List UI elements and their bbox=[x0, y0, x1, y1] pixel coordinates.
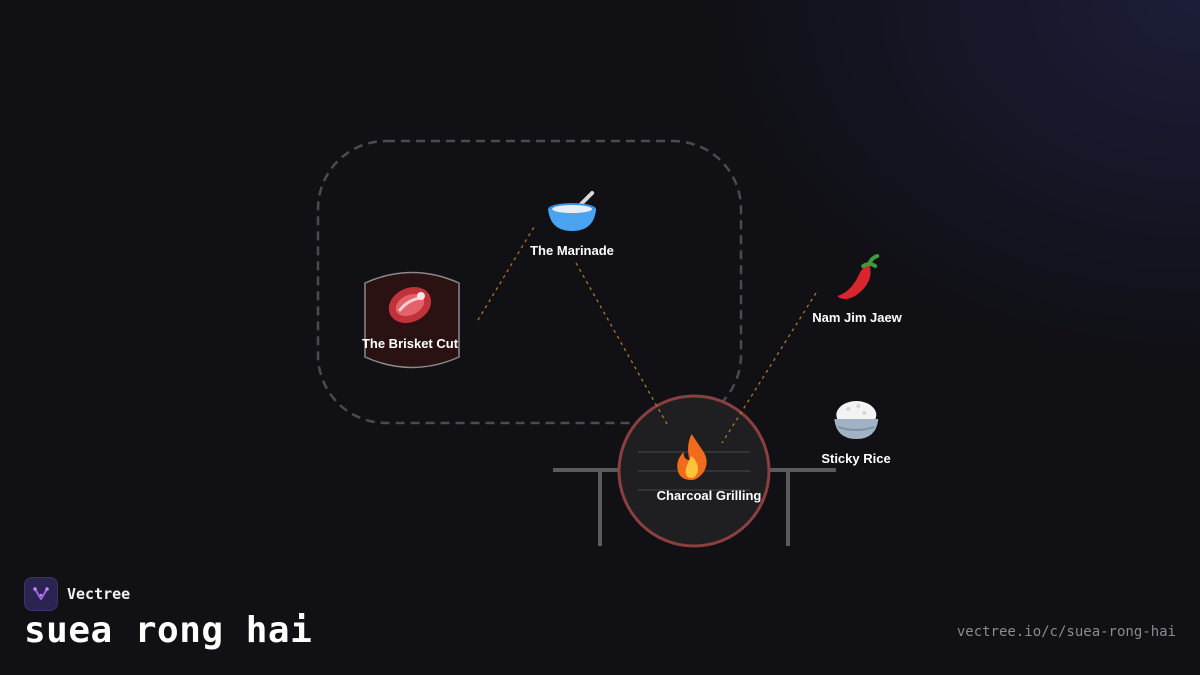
connectors bbox=[477, 226, 817, 444]
marinade-label: The Marinade bbox=[530, 243, 614, 258]
node-grilling[interactable]: Charcoal Grilling bbox=[656, 430, 762, 503]
rice-bowl-icon bbox=[824, 393, 888, 445]
vectree-logo-icon bbox=[24, 577, 58, 611]
bowl-icon bbox=[540, 185, 604, 237]
node-brisket[interactable]: The Brisket Cut bbox=[362, 278, 458, 351]
node-marinade[interactable]: The Marinade bbox=[530, 185, 614, 258]
connector-namjim-grilling bbox=[721, 292, 817, 444]
rice-label: Sticky Rice bbox=[821, 451, 891, 466]
brand-name: Vectree bbox=[67, 585, 131, 603]
steak-icon bbox=[378, 278, 442, 330]
page-url[interactable]: vectree.io/c/suea-rong-hai bbox=[956, 624, 1176, 640]
brand: Vectree bbox=[24, 577, 130, 611]
namjim-label: Nam Jim Jaew bbox=[812, 310, 902, 325]
chili-pepper-icon bbox=[825, 252, 889, 304]
group-outline bbox=[316, 139, 743, 425]
node-rice[interactable]: Sticky Rice bbox=[821, 393, 891, 466]
connector-marinade-grilling bbox=[575, 262, 668, 425]
brisket-label: The Brisket Cut bbox=[361, 336, 459, 351]
page-title: suea rong hai bbox=[24, 610, 313, 651]
fire-icon bbox=[660, 430, 724, 482]
connector-brisket-marinade bbox=[477, 226, 535, 321]
grilling-label: Charcoal Grilling bbox=[656, 488, 762, 503]
node-namjim[interactable]: Nam Jim Jaew bbox=[812, 252, 902, 325]
